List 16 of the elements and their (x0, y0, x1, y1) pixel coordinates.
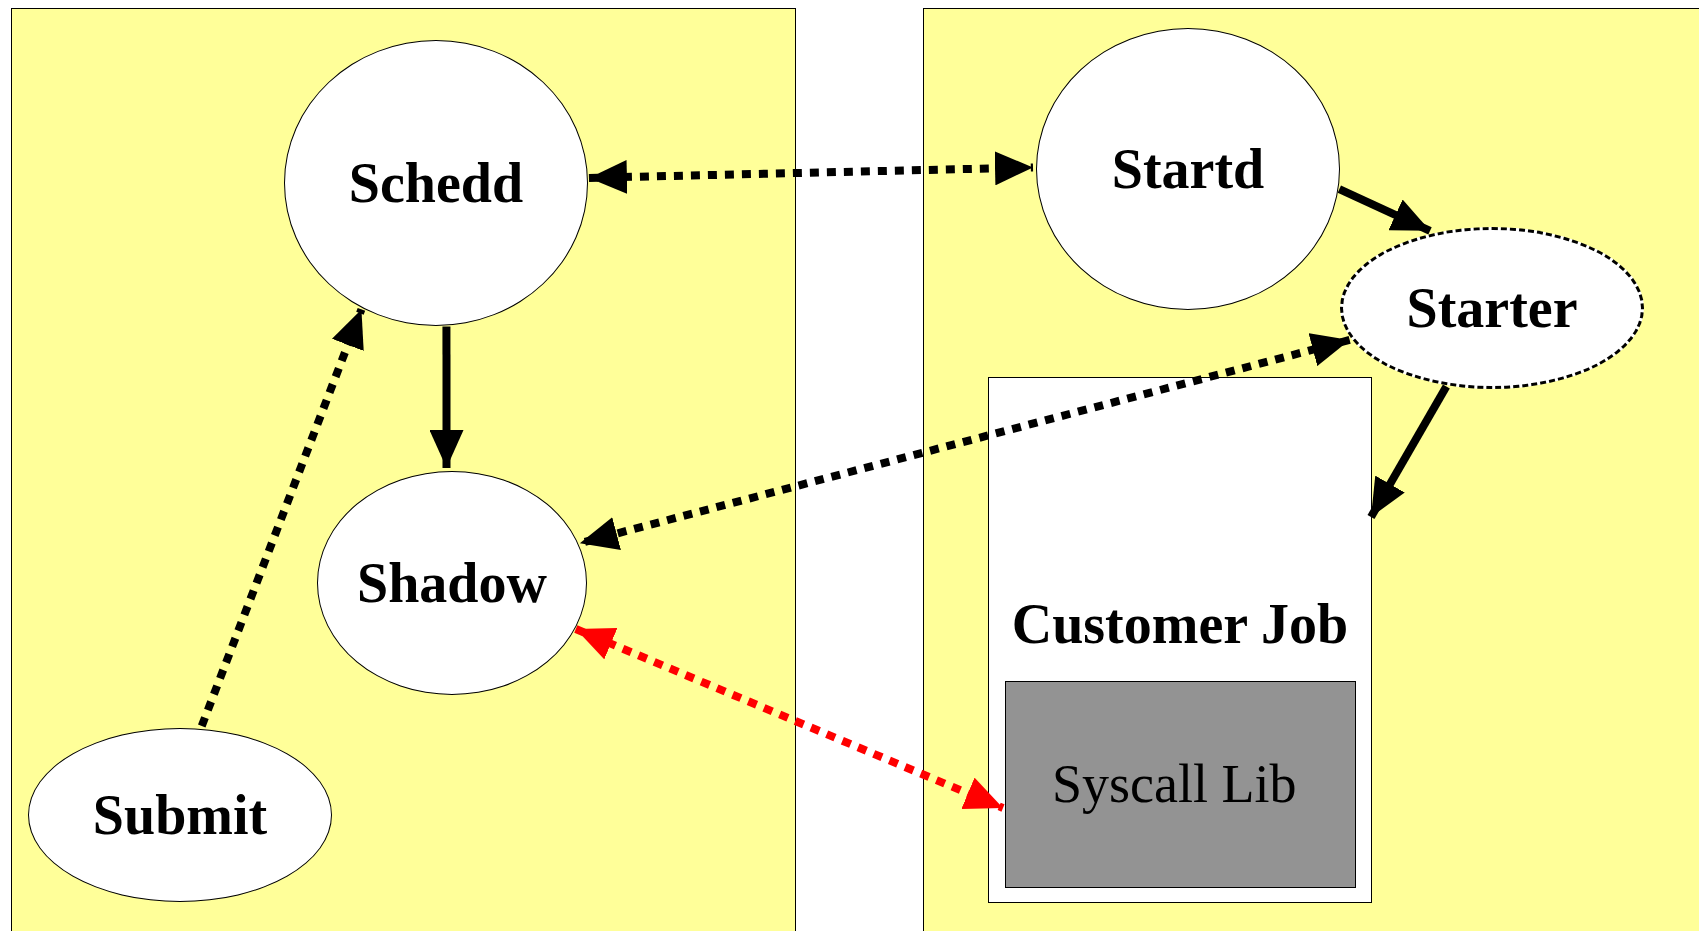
library-label: Syscall Lib (1052, 752, 1298, 816)
node-label: Startd (1111, 141, 1265, 197)
library-box (1005, 681, 1356, 888)
node-label: Submit (92, 787, 268, 843)
machine-panel (11, 8, 796, 931)
machine-panel (923, 8, 1699, 931)
arrow (588, 151, 1034, 194)
arrow (198, 307, 366, 728)
node-label: Customer Job (1011, 596, 1349, 652)
arrow (574, 625, 1005, 812)
node-label: Starter (1406, 280, 1578, 336)
job-box (988, 377, 1372, 903)
node-label: Schedd (348, 155, 524, 211)
arrow (1367, 384, 1450, 519)
node-label: Shadow (357, 555, 547, 611)
arrow (1337, 185, 1432, 235)
